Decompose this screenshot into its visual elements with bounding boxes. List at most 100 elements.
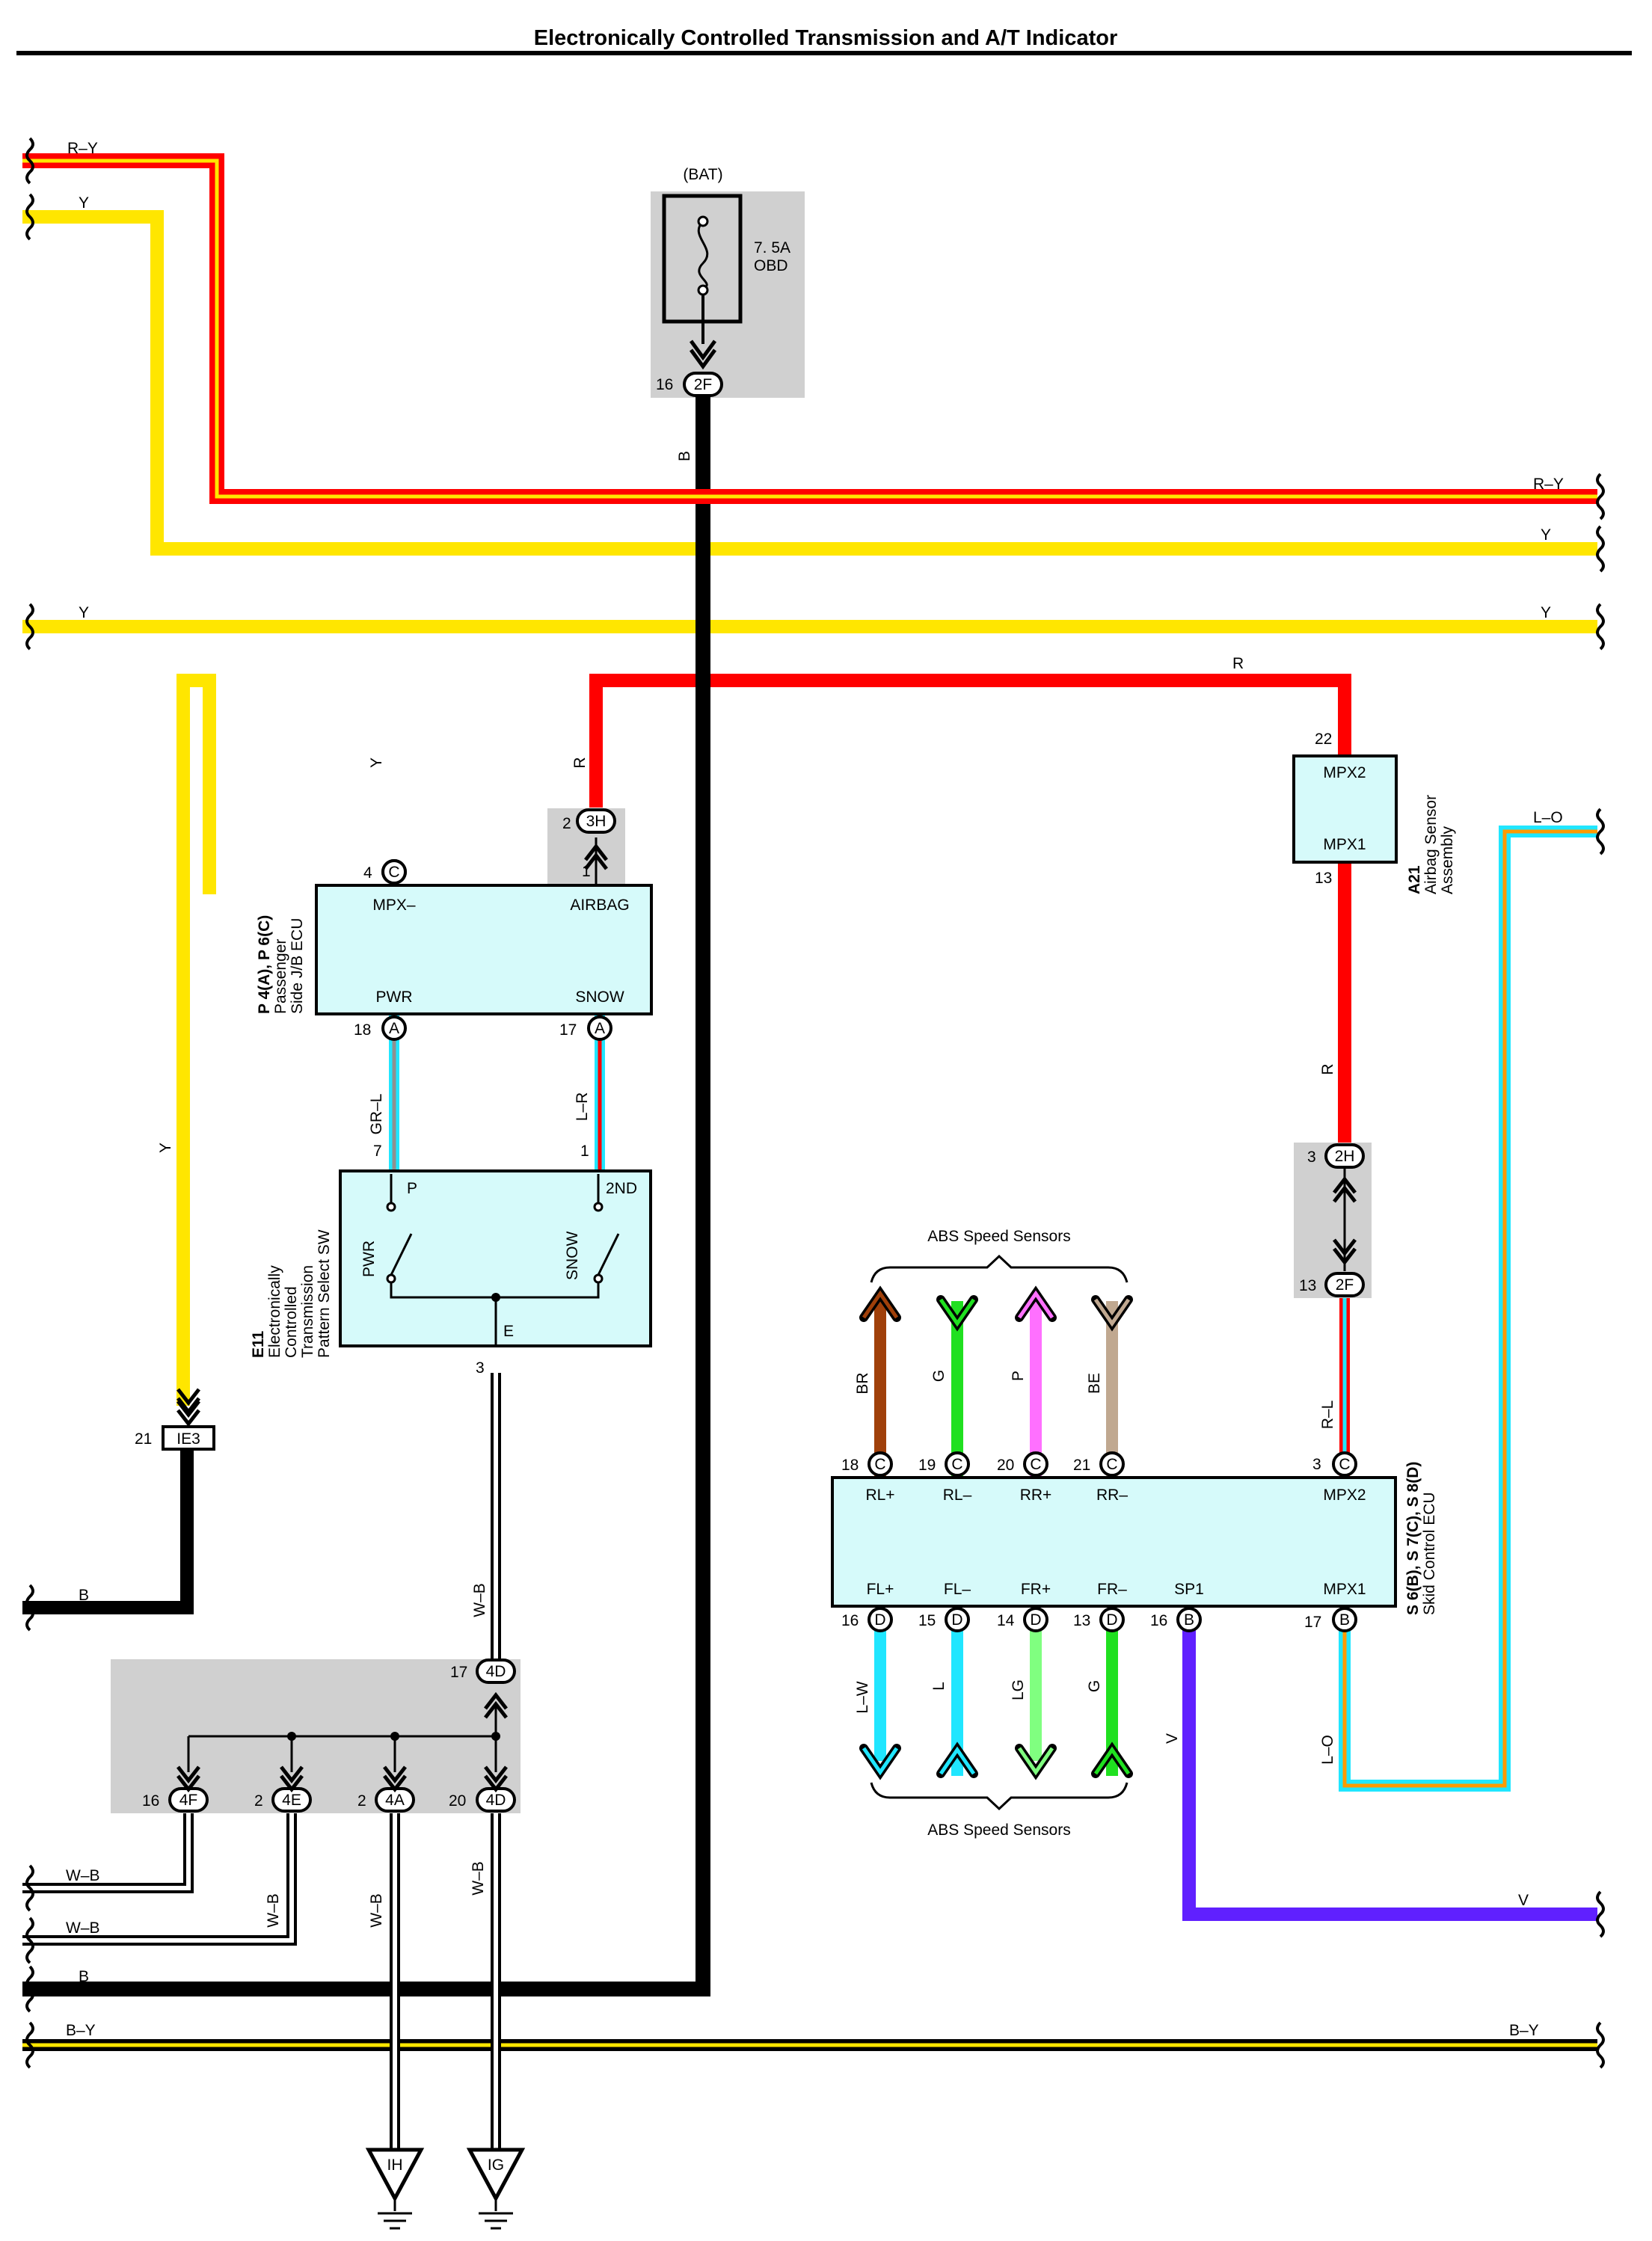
wire-label-r_top: R [1232, 655, 1244, 672]
skid-terminal-2: RR+ [1020, 1487, 1052, 1504]
skid-top-connector-0-letter: C [874, 1456, 885, 1473]
skid-connector-mpx1-letter: B [1339, 1611, 1350, 1629]
junction-2h-2f-area [1294, 1143, 1372, 1298]
junction-4d-top [476, 1659, 516, 1684]
wire-label-g_bot: G [1086, 1680, 1103, 1692]
pjb-junction-pin-3h: 2 [562, 815, 571, 832]
wire-breaks [25, 137, 1605, 2069]
skid-top-connector-2 [1023, 1451, 1048, 1477]
a21-pin-22: 22 [1315, 731, 1332, 748]
e11-switch-snow-arm [597, 1233, 620, 1276]
skid-terminal-mpx1: MPX1 [1323, 1581, 1366, 1598]
junction-4d-top-pin: 17 [450, 1664, 467, 1681]
wire-label-y_right1: Y [1541, 526, 1551, 544]
pjb-terminal-pwr: PWR [376, 989, 413, 1006]
ie3-arrow2-icon [176, 1400, 200, 1427]
junction-4d-pin: 20 [449, 1792, 466, 1810]
wire-label-wb_4e: W–B [265, 1893, 282, 1928]
break-ry-left [25, 137, 34, 185]
break-b-bottom-left [25, 1965, 34, 2013]
page-title: Electronically Controlled Transmission a… [534, 26, 1117, 50]
break-v-right [1596, 1890, 1605, 1938]
ie3-pin: 21 [135, 1430, 152, 1448]
e11-switch-snow-top [593, 1202, 604, 1212]
wire-lo-stripe [1342, 829, 1597, 1788]
wire-label-y_mid_right: Y [1541, 604, 1551, 621]
pjb-connector-mpx-top-letter: C [388, 864, 399, 881]
wire-label-wb_e11: W–B [471, 1583, 488, 1617]
pjb-ecu-box [315, 884, 653, 1015]
wire-wb-4e [22, 1813, 297, 1946]
e11-terminal-2nd: 2ND [606, 1180, 637, 1197]
ground-ig-icon [479, 2198, 513, 2230]
skid-terminal-mpx2: MPX2 [1323, 1487, 1366, 1504]
skid-bot-pin-0: 16 [841, 1612, 859, 1629]
wire-ry [22, 153, 1597, 504]
splice-dot-1 [390, 1732, 399, 1741]
arrow-g-bot-icon-fill [1093, 1746, 1131, 1775]
pjb-connector-snow [587, 1015, 612, 1041]
connectors: 2F3HCAA2H2F3134D174F164E24A24D20CCBC18C1… [142, 372, 1365, 1813]
break-wb2-left [25, 1916, 34, 1964]
junction-2h [1324, 1143, 1365, 1169]
wire-label-l: L [930, 1682, 948, 1691]
splice-bus [187, 1705, 497, 1772]
a21-airbag-sensor-box [1292, 754, 1398, 864]
pjb-pin-snow: 17 [559, 1021, 577, 1039]
wire-label-r_a21: R [1319, 1063, 1336, 1075]
ie3-label: IE3 [176, 1430, 200, 1448]
pjb-pin-mpx: 4 [363, 864, 372, 882]
skid-bot-terminal-1: FL– [944, 1581, 971, 1598]
pjb-pin-pwr: 18 [354, 1021, 371, 1039]
pjb-terminal-airbag: AIRBAG [570, 897, 629, 914]
pjb-connector-mpx-top [381, 859, 407, 885]
wire-label-by_left: B–Y [66, 2022, 96, 2039]
junction-3h [576, 808, 616, 834]
e11-name-line3: Transmission [299, 1265, 316, 1358]
wire-label-rl: R–L [1319, 1401, 1336, 1430]
junction-4d-label: 4D [486, 1792, 506, 1809]
wire-label-v_right: V [1518, 1892, 1529, 1909]
break-wb1-left [25, 1864, 34, 1912]
ground-ih: IH [365, 2148, 425, 2230]
wire-wb-4e-core [22, 1813, 294, 1943]
skid-bot-connector-4 [1176, 1607, 1202, 1632]
e11-pin-7: 7 [373, 1143, 382, 1160]
a21-code: A21 [1406, 865, 1423, 894]
skid-bot-pin-3: 13 [1073, 1612, 1090, 1629]
break-y-left [25, 193, 34, 241]
e11-pin-1: 1 [580, 1143, 589, 1160]
junction-4f-arrow-icon [176, 1765, 200, 1793]
wire-label-by_right: B–Y [1509, 2022, 1539, 2039]
pjb-pin-airbag: 1 [582, 863, 591, 880]
wire-label-lo_right: L–O [1533, 809, 1563, 826]
skid-bot-connector-1 [945, 1607, 970, 1632]
arrow-br-icon-fill [862, 1290, 899, 1319]
ground-ig-label: IG [488, 2157, 504, 2174]
e11-code: E11 [250, 1330, 267, 1358]
e11-terminal-p: P [407, 1180, 417, 1197]
skid-bot-pin-1: 15 [918, 1612, 936, 1629]
wire-label-b_fuse: B [676, 451, 693, 461]
abs-sensors-bottom-brace [870, 1782, 1129, 1811]
wire-label-wb_4d: W–B [470, 1861, 487, 1896]
ground-ig: IG [466, 2148, 526, 2230]
skid-bot-terminal-3: FR– [1097, 1581, 1127, 1598]
arrow-l-icon-fill [939, 1746, 976, 1775]
skid-terminal-0: RL+ [865, 1487, 894, 1504]
splice-dot-2 [491, 1732, 500, 1741]
skid-bot-connector-1-letter: D [951, 1611, 962, 1629]
fuse-icon [697, 220, 709, 290]
skid-top-connector-1 [945, 1451, 970, 1477]
skid-top-pin-2: 20 [997, 1457, 1014, 1474]
fuse-name: OBD [754, 257, 788, 274]
arrow-p-icon-fill [1017, 1290, 1054, 1319]
skid-bot-connector-0-letter: D [874, 1611, 885, 1629]
junction-2f-arrow-icon [1333, 1238, 1357, 1266]
wire-label-p: P [1010, 1371, 1027, 1381]
skid-bot-pin-2: 14 [997, 1612, 1015, 1629]
junction-4a-label: 4A [385, 1792, 405, 1809]
wire-ry-stripe [22, 159, 1597, 499]
e11-terminal-snow: SNOW [564, 1231, 581, 1280]
